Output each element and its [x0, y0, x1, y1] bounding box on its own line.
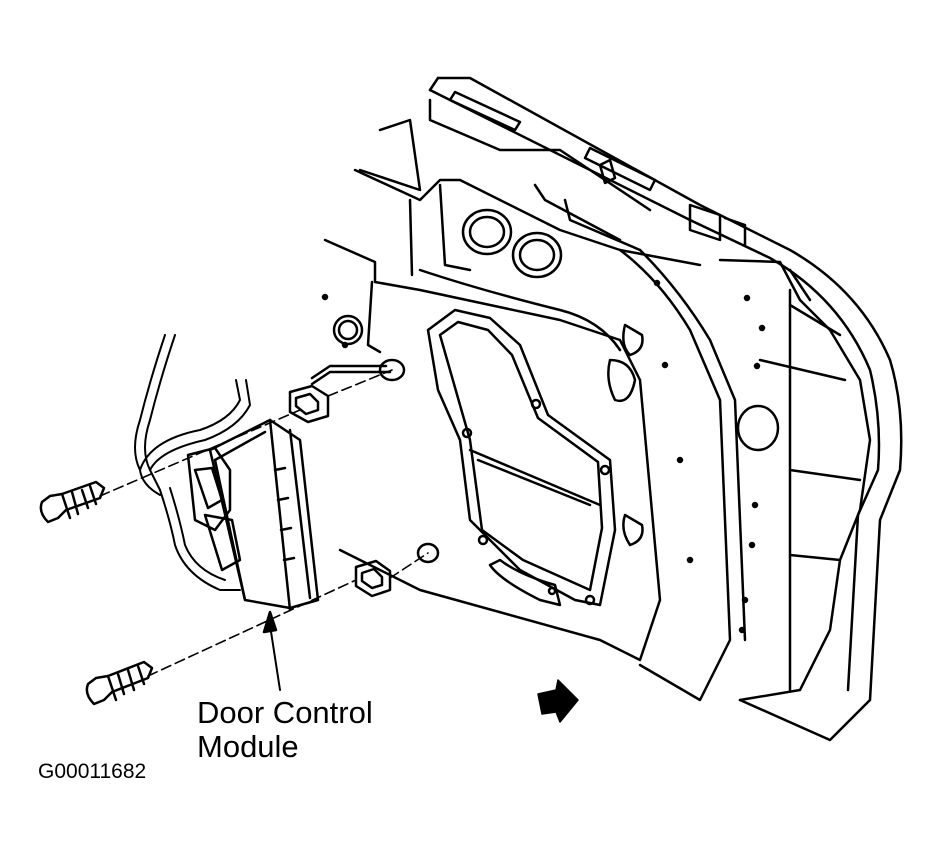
arrow-icon — [537, 679, 579, 723]
bracket-icon — [288, 364, 392, 598]
assembly-lines — [99, 369, 429, 677]
door-inner-structure — [607, 248, 872, 702]
screw-icon — [39, 480, 106, 524]
callout-label-line1: Door Control — [197, 695, 373, 730]
door-control-module — [186, 418, 320, 612]
screw-icon — [85, 660, 154, 706]
callout-leader — [262, 610, 281, 691]
callout-label: Door Control Module — [197, 696, 373, 764]
upper-panel — [353, 118, 702, 352]
wiring-harness — [134, 334, 251, 591]
callout-label-line2: Module — [197, 729, 299, 764]
regulator-cover — [426, 308, 617, 607]
door-shell — [428, 76, 903, 742]
figure-id: G00011682 — [38, 760, 147, 783]
inner-panel — [321, 238, 662, 662]
